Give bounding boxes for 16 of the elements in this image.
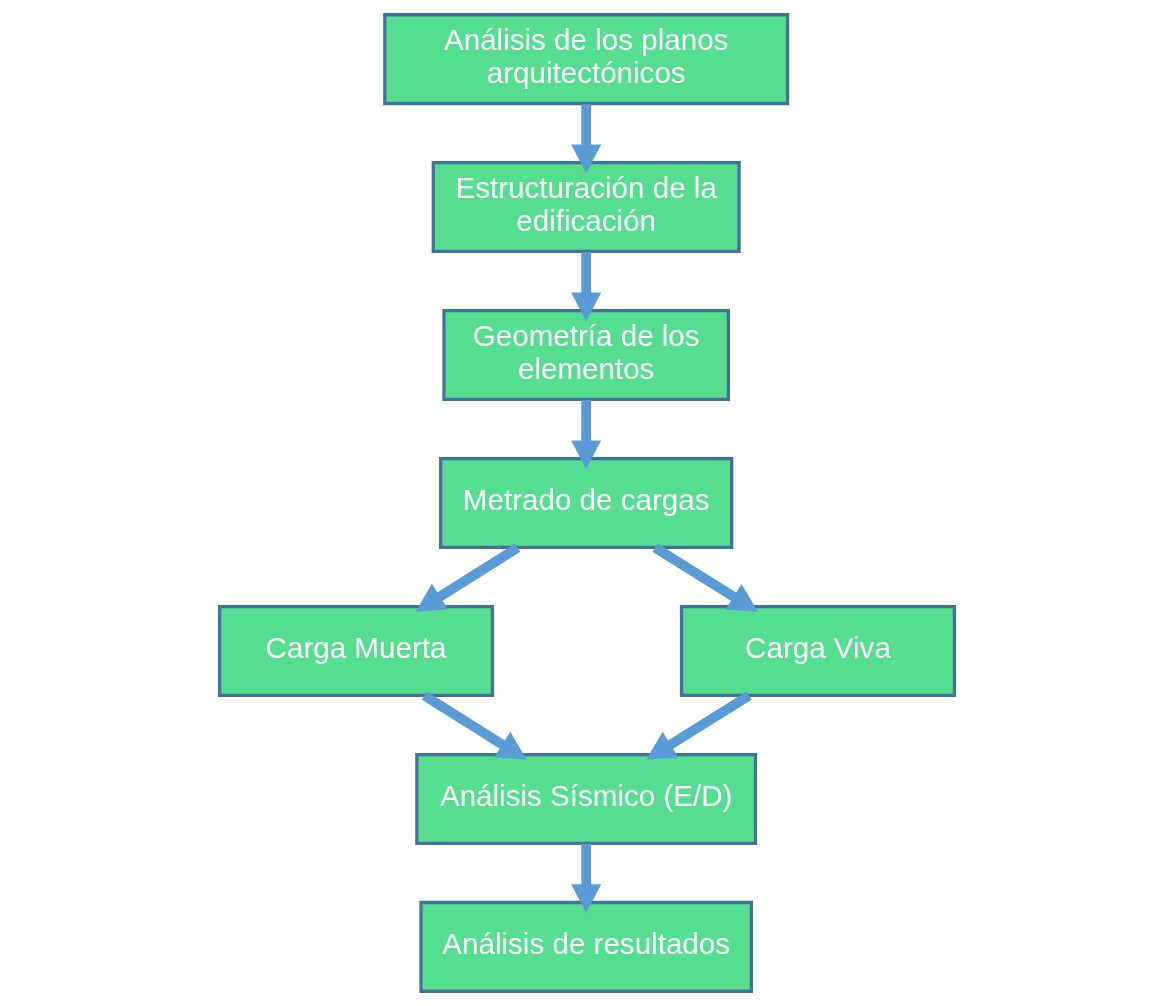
arrow (571, 252, 602, 322)
arrow (571, 400, 602, 470)
node-box: Metrado de cargas (439, 456, 734, 550)
arrow (571, 104, 602, 174)
node-box: Carga Viva (679, 604, 957, 697)
arrow (571, 843, 602, 913)
arrow (652, 543, 758, 612)
node-box: Estructuración de la edificación (431, 161, 741, 254)
node-box: Análisis Sísmico (E/D) (415, 752, 758, 845)
arrow (415, 543, 521, 612)
node-box: Geometría de los elementos (442, 309, 731, 402)
arrow (646, 691, 752, 760)
node-box: Análisis de los planos arquitectónicos (383, 13, 790, 106)
node-box: Análisis de resultados (419, 900, 754, 993)
arrow (421, 691, 527, 760)
node-box: Carga Muerta (217, 604, 495, 697)
